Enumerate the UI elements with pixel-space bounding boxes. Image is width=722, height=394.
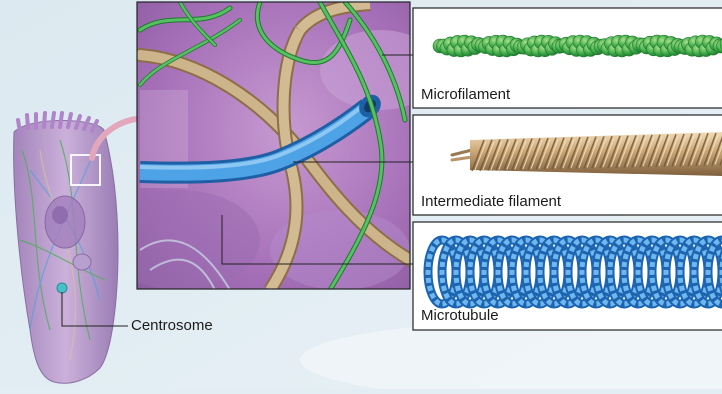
centrosome-marker xyxy=(57,283,67,293)
zoom-panel xyxy=(100,2,440,290)
microfilament-beads xyxy=(433,35,722,57)
microtubule-label: Microtubule xyxy=(421,307,499,324)
centrosome-label: Centrosome xyxy=(131,317,213,334)
microfilament-label: Microfilament xyxy=(421,86,510,103)
intermediate-filament-label: Intermediate filament xyxy=(421,193,561,210)
